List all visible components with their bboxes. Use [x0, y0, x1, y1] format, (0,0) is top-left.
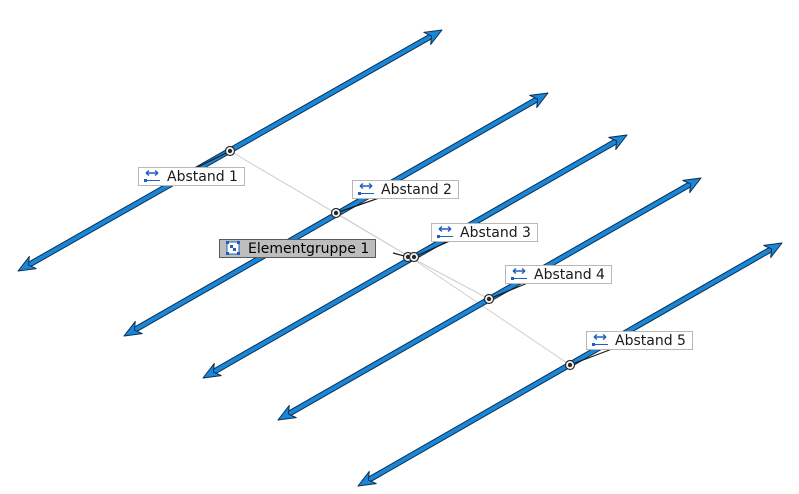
leader-line-1 — [195, 150, 231, 169]
distance-label-1-text: Abstand 1 — [167, 168, 238, 185]
anchor-handles — [224, 145, 576, 371]
distance-icon — [436, 225, 454, 240]
anchor-handle-2[interactable] — [330, 207, 342, 219]
distance-label-3-text: Abstand 3 — [460, 224, 531, 241]
anchor-handle-4[interactable] — [483, 293, 495, 305]
arrowhead-icon[interactable] — [682, 172, 705, 194]
arrowhead-icon[interactable] — [529, 87, 552, 109]
distance-label-5-text: Abstand 5 — [615, 332, 686, 349]
construction-line-2 — [335, 212, 411, 258]
anchor-handle-3[interactable] — [408, 251, 420, 263]
leader-line-4 — [488, 281, 531, 300]
distance-icon — [357, 182, 375, 197]
leader-line-5 — [569, 348, 613, 366]
anchor-handle-1[interactable] — [224, 145, 236, 157]
distance-label-2[interactable]: Abstand 2 — [352, 180, 459, 199]
arrowhead-icon[interactable] — [200, 362, 222, 384]
arrowhead-icon[interactable] — [763, 237, 786, 259]
leader-line-2 — [335, 196, 383, 214]
distance-label-3[interactable]: Abstand 3 — [431, 223, 538, 242]
leader-line-3 — [413, 239, 453, 258]
anchor-handle-5[interactable] — [564, 359, 576, 371]
distance-icon — [143, 169, 161, 184]
arrowhead-icon[interactable] — [423, 24, 446, 45]
arrowhead-icon[interactable] — [608, 129, 631, 151]
distance-label-1[interactable]: Abstand 1 — [138, 167, 245, 186]
distance-label-2-text: Abstand 2 — [381, 181, 452, 198]
distance-label-5[interactable]: Abstand 5 — [586, 331, 693, 350]
distance-label-4[interactable]: Abstand 4 — [505, 265, 612, 284]
arrowhead-icon[interactable] — [355, 470, 377, 492]
arrowhead-icon[interactable] — [15, 256, 37, 278]
distance-icon — [510, 267, 528, 282]
construction-line-4 — [409, 256, 571, 366]
distance-icon — [591, 333, 609, 348]
distance-label-4-text: Abstand 4 — [534, 266, 605, 283]
construction-line-3 — [409, 256, 490, 300]
group-icon — [224, 241, 242, 256]
group-label[interactable]: Elementgruppe 1 — [219, 239, 377, 258]
arrowhead-icon[interactable] — [275, 404, 297, 426]
group-label-text: Elementgruppe 1 — [248, 240, 370, 257]
arrowhead-icon[interactable] — [121, 320, 143, 342]
axis-arrows — [15, 24, 786, 492]
